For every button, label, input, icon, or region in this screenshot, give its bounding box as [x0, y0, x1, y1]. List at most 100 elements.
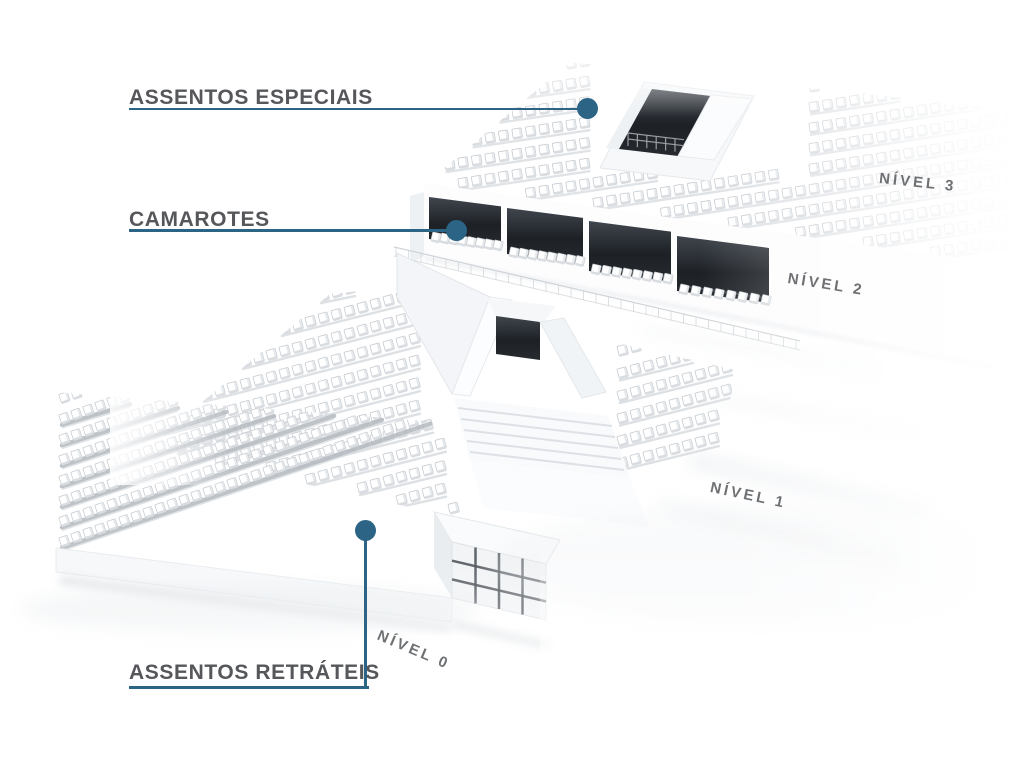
- seat: [524, 186, 537, 200]
- seat: [681, 393, 695, 408]
- seat: [565, 180, 578, 194]
- seat: [343, 282, 357, 296]
- seat: [511, 127, 524, 141]
- seat: [686, 201, 699, 216]
- seat: [369, 319, 383, 334]
- seat: [395, 470, 409, 485]
- seat: [600, 264, 613, 278]
- seat: [642, 381, 656, 396]
- callout-line: [129, 686, 369, 689]
- seat: [356, 390, 370, 405]
- seat: [673, 183, 686, 197]
- seat: [673, 204, 686, 218]
- seat: [252, 373, 266, 388]
- seat: [395, 380, 409, 395]
- seat: [252, 396, 266, 411]
- seat: [511, 168, 524, 182]
- seat: [304, 314, 318, 329]
- seat: [278, 389, 292, 404]
- seat: [578, 178, 591, 192]
- seat: [484, 172, 497, 186]
- seat: [642, 449, 656, 464]
- seat: [369, 454, 383, 469]
- seat: [619, 171, 632, 185]
- seat: [497, 149, 510, 163]
- seat: [369, 387, 383, 402]
- vomitory-railing: [627, 132, 685, 152]
- seat: [659, 185, 672, 199]
- seat: [457, 156, 470, 170]
- seat: [527, 248, 539, 262]
- seat: [578, 157, 591, 171]
- seat: [330, 397, 344, 412]
- seat: [317, 468, 331, 483]
- seat: [629, 452, 643, 467]
- callout-line: [129, 107, 587, 111]
- seat: [497, 170, 510, 184]
- seat: [629, 385, 643, 399]
- seat: [408, 489, 422, 504]
- seat: [291, 363, 305, 378]
- callout-label-assentos-especiais: ASSENTOS ESPECIAIS: [129, 86, 373, 109]
- seat: [382, 451, 396, 466]
- seat: [629, 362, 643, 377]
- seat: [395, 312, 409, 327]
- seat: [465, 236, 478, 249]
- seat: [655, 423, 669, 438]
- seat: [278, 344, 292, 359]
- seat: [517, 247, 530, 261]
- seat: [343, 371, 357, 386]
- seat: [317, 333, 331, 348]
- seat: [382, 406, 396, 421]
- seat: [651, 271, 664, 284]
- seat: [545, 251, 558, 264]
- seat: [369, 342, 383, 357]
- seat: [291, 318, 305, 333]
- seat: [551, 141, 564, 155]
- callout-line: [129, 229, 456, 232]
- seat: [395, 447, 409, 462]
- seat: [356, 368, 370, 383]
- seat: [655, 445, 669, 460]
- seat: [642, 426, 656, 441]
- seat: [565, 159, 578, 173]
- seat: [343, 394, 357, 409]
- seat: [470, 133, 483, 147]
- seat: [655, 400, 669, 415]
- seat: [421, 441, 435, 455]
- callout-dot-marker: [355, 519, 376, 541]
- seat: [605, 173, 618, 187]
- seat: [631, 268, 643, 282]
- level-1-tunnel: [396, 252, 648, 526]
- callout-dot-marker: [576, 98, 598, 119]
- seat: [447, 501, 461, 516]
- seat: [484, 152, 497, 166]
- callout-dot-marker: [445, 219, 467, 241]
- seat: [538, 163, 551, 178]
- seat: [668, 442, 682, 457]
- seat: [421, 486, 435, 500]
- seat: [330, 375, 344, 390]
- seat: [382, 361, 396, 376]
- seat: [343, 304, 357, 319]
- seat: [443, 158, 456, 172]
- seat: [668, 397, 682, 412]
- seat: [278, 366, 292, 381]
- seat: [616, 343, 630, 358]
- seat: [551, 182, 564, 196]
- seat: [538, 184, 551, 198]
- tunnel-stairs: [454, 398, 630, 478]
- seat: [632, 190, 645, 204]
- seat: [484, 131, 497, 145]
- seat: [395, 335, 409, 350]
- seat: [317, 288, 331, 303]
- seat: [239, 399, 253, 414]
- seat: [291, 385, 305, 400]
- seat: [382, 383, 396, 398]
- seat: [565, 139, 578, 153]
- seat: [629, 430, 643, 444]
- seat: [592, 175, 605, 190]
- seat: [590, 263, 602, 276]
- seat: [304, 382, 318, 397]
